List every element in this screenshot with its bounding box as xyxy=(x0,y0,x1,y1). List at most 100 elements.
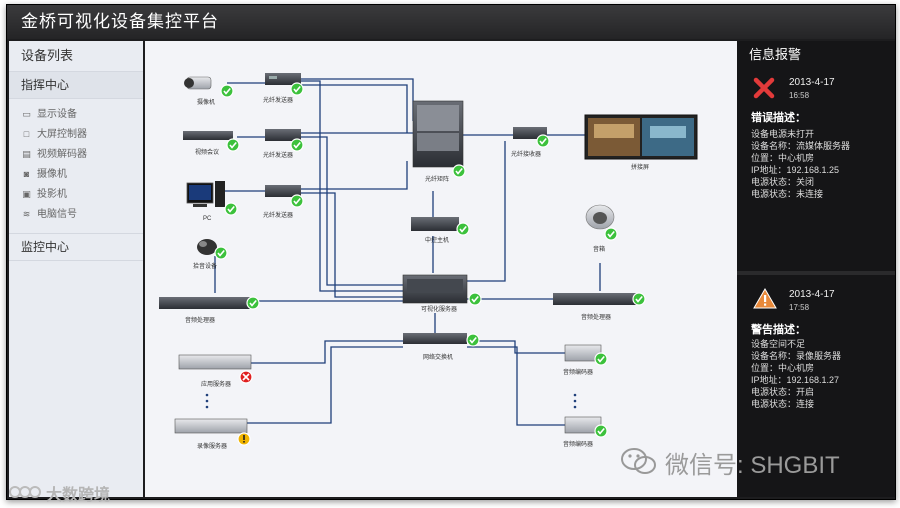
alarm-line: IP地址：192.168.1.27 xyxy=(751,375,840,385)
label-app-server: 应用服务器 xyxy=(201,380,231,388)
alarm-line: 设备名称：流媒体服务器 xyxy=(751,141,851,151)
label-central: 中控主机 xyxy=(425,236,449,244)
label-audio-left: 音频处理器 xyxy=(185,316,215,324)
label-tx-2: 光纤发送器 xyxy=(263,151,293,159)
label-tx-3: 光纤发送器 xyxy=(263,211,293,219)
watermark-left-text: 大数跨境 xyxy=(46,487,111,504)
device-network-switch[interactable]: 网络交换机 xyxy=(403,333,480,361)
app-title: 金桥可视化设备集控平台 xyxy=(7,5,895,39)
sidebar-group-monitor-center[interactable]: 监控中心 xyxy=(9,234,143,261)
sidebar: 设备列表 指挥中心 ▭ 显示设备 □ 大屏控制器 ▤ 视频解码器 ◙ 摄像机 ▣ 投影机 … xyxy=(9,41,143,497)
device-mic[interactable]: 拾音设备 xyxy=(193,239,228,270)
alarm-line: 设备空间不足 xyxy=(751,339,806,349)
alarm-message-error[interactable]: 2013-4-17 16:58 错误描述： 设备电源未打开 设备名称：流媒体服务… xyxy=(737,71,895,267)
sidebar-item-label: 投影机 xyxy=(37,189,67,200)
sidebar-item-camera[interactable]: ◙ 摄像机 xyxy=(9,165,143,185)
wires xyxy=(214,78,601,426)
device-speaker[interactable]: 音箱 xyxy=(585,204,618,253)
alarm-line: 设备电源未打开 xyxy=(751,129,815,139)
device-audio-processor-right[interactable]: 音频处理器 xyxy=(553,292,646,321)
device-pc[interactable]: PC xyxy=(186,181,238,222)
alarm-line: 位置：中心机房 xyxy=(751,153,815,163)
alarm-message-warning[interactable]: 2013-4-17 17:58 警告描述： 设备空间不足 设备名称：录像服务器 … xyxy=(737,285,895,445)
brand-logo-icon xyxy=(9,486,41,498)
alarm-line: 位置：中心机房 xyxy=(751,363,815,373)
warning-icon xyxy=(237,432,251,446)
label-screen: 拼接屏 xyxy=(631,163,649,171)
error-x-icon xyxy=(239,370,253,384)
alarm-heading: 错误描述： xyxy=(751,112,806,124)
sidebar-item-label: 电脑信号 xyxy=(37,209,77,220)
sidebar-item-label: 大屏控制器 xyxy=(37,129,87,140)
sidebar-item-screen-controller[interactable]: □ 大屏控制器 xyxy=(9,125,143,145)
alarm-time: 17:58 xyxy=(789,303,810,312)
sidebar-item-pc-signal[interactable]: ≋ 电脑信号 xyxy=(9,205,143,225)
label-vis-server: 可视化服务器 xyxy=(421,305,457,313)
alarm-line: 电源状态：开启 xyxy=(751,387,815,397)
device-recording-server[interactable]: 录像服务器 xyxy=(174,418,251,450)
sidebar-item-display[interactable]: ▭ 显示设备 xyxy=(9,105,143,125)
sidebar-group-command-center[interactable]: 指挥中心 xyxy=(9,72,143,99)
sidebar-item-projector[interactable]: ▣ 投影机 xyxy=(9,185,143,205)
sidebar-item-video-decoder[interactable]: ▤ 视频解码器 xyxy=(9,145,143,165)
alarm-panel-title: 信息报警 xyxy=(749,47,802,62)
device-audio-encoder-1[interactable]: 音频编码器 xyxy=(563,344,608,376)
wechat-icon xyxy=(621,448,656,474)
app-window: 金桥可视化设备集控平台 设备列表 指挥中心 ▭ 显示设备 □ 大屏控制器 ▤ 视频解码… xyxy=(6,4,896,500)
device-audio-encoder-2[interactable]: 音频编码器 xyxy=(563,416,608,448)
alarm-line: 设备名称：录像服务器 xyxy=(751,351,842,361)
device-fiber-tx-2[interactable]: 光纤发送器 xyxy=(263,129,304,159)
device-central-controller[interactable]: 中控主机 xyxy=(411,217,470,244)
label-tx-1: 光纤发送器 xyxy=(263,96,293,104)
label-encoder-2: 音频编码器 xyxy=(563,440,593,448)
sidebar-item-label: 摄像机 xyxy=(37,169,67,180)
sidebar-item-label: 视频解码器 xyxy=(37,149,87,160)
decoder-icon: ▤ xyxy=(22,149,31,159)
device-video-wall[interactable]: 拼接屏 xyxy=(584,114,698,171)
alarm-line: IP地址：192.168.1.25 xyxy=(751,165,840,175)
label-rec-server: 录像服务器 xyxy=(197,442,227,450)
topology-diagram: 摄像机 光纤发送器 视频会议 光纤发送器 xyxy=(159,73,698,450)
label-matrix: 光纤矩阵 xyxy=(425,175,449,183)
alarm-line: 电源状态：关闭 xyxy=(751,177,815,187)
sidebar-header: 设备列表 xyxy=(9,41,143,72)
camera-icon: ◙ xyxy=(23,169,30,179)
label-camera: 摄像机 xyxy=(197,98,215,106)
topology-canvas: 摄像机 光纤发送器 视频会议 光纤发送器 xyxy=(145,41,737,497)
alarm-line: 电源状态：连接 xyxy=(751,399,815,409)
alarm-separator xyxy=(737,271,895,275)
device-fiber-matrix[interactable]: 光纤矩阵 xyxy=(412,100,466,183)
sidebar-item-label: 显示设备 xyxy=(37,109,77,120)
label-rx: 光纤接收器 xyxy=(511,150,541,158)
label-audio-right: 音频处理器 xyxy=(581,313,611,321)
watermark-wechat-text: 微信号: SHGBIT xyxy=(665,452,840,479)
alarm-date: 2013-4-17 xyxy=(789,289,835,300)
more-servers-dots xyxy=(205,393,577,409)
alarm-heading: 警告描述： xyxy=(751,324,806,336)
projector-icon: ▣ xyxy=(22,189,31,199)
watermark-wechat: 微信号: SHGBIT xyxy=(619,441,889,481)
wifi-icon: ≋ xyxy=(22,209,31,219)
monitor-icon: □ xyxy=(23,129,30,139)
device-video-conference[interactable]: 视频会议 xyxy=(183,131,240,156)
label-encoder-1: 音频编码器 xyxy=(563,368,593,376)
device-app-server[interactable]: 应用服务器 xyxy=(178,354,253,388)
alarm-date: 2013-4-17 xyxy=(789,77,835,88)
label-speaker: 音箱 xyxy=(593,245,605,253)
alarm-time: 16:58 xyxy=(789,91,810,100)
device-camera[interactable]: 摄像机 xyxy=(184,76,234,106)
label-video-conference: 视频会议 xyxy=(195,148,219,156)
alarm-line: 电源状态：未连接 xyxy=(751,189,824,199)
alarm-panel: 信息报警 2013-4-17 16:58 错误描述： 设备电源未打开 设备名称：… xyxy=(737,41,895,497)
device-fiber-tx-1[interactable]: 光纤发送器 xyxy=(263,73,304,104)
label-mic: 拾音设备 xyxy=(193,262,217,270)
sidebar-items: ▭ 显示设备 □ 大屏控制器 ▤ 视频解码器 ◙ 摄像机 ▣ 投影机 ≋ 电脑信号 xyxy=(9,99,143,234)
device-fiber-tx-3[interactable]: 光纤发送器 xyxy=(263,185,304,219)
error-x-icon xyxy=(753,77,775,99)
watermark-left: 大数跨境 xyxy=(8,480,148,504)
device-audio-processor-left[interactable]: 音频处理器 xyxy=(159,296,260,324)
display-icon: ▭ xyxy=(22,109,31,119)
device-visualization-server[interactable]: 可视化服务器 xyxy=(402,274,482,313)
device-fiber-rx[interactable]: 光纤接收器 xyxy=(511,127,550,158)
label-switch: 网络交换机 xyxy=(423,353,453,361)
